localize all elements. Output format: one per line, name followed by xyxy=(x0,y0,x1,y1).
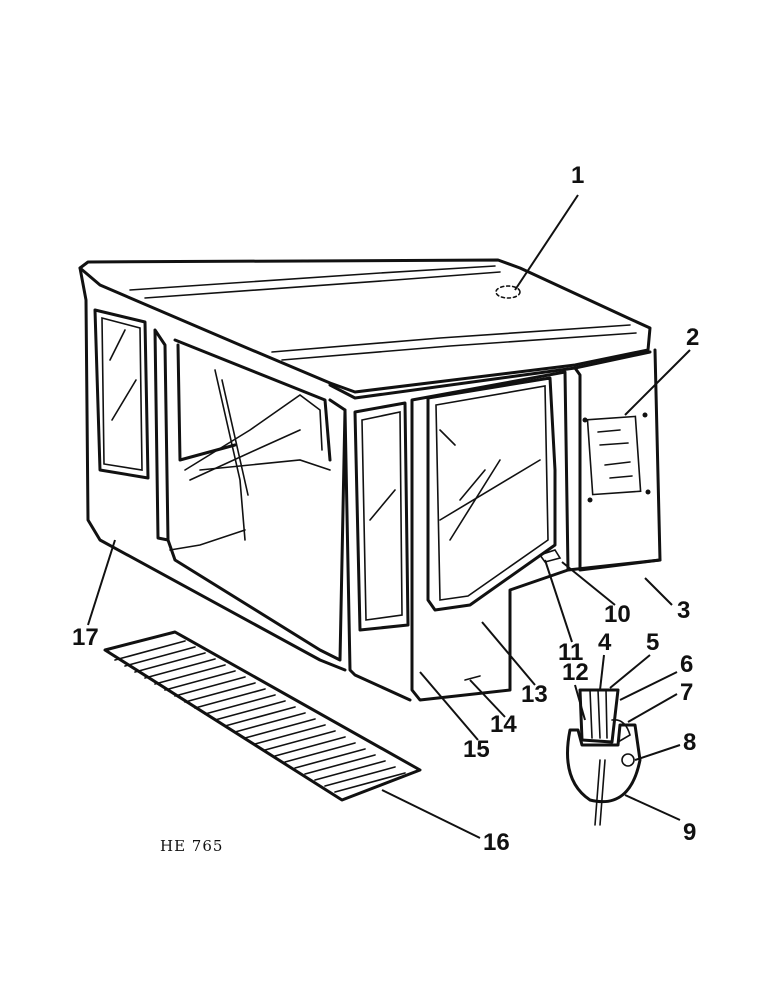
decal-plate xyxy=(586,415,642,496)
callout-15: 15 xyxy=(463,736,490,763)
callout-9: 9 xyxy=(683,819,696,846)
seal-detail xyxy=(566,688,642,826)
callout-17: 17 xyxy=(72,624,99,651)
door-handle xyxy=(538,549,562,563)
callout-10: 10 xyxy=(604,601,631,628)
callout-4: 4 xyxy=(598,629,612,656)
callout-11: 11 xyxy=(558,639,583,666)
callout-1: 1 xyxy=(571,162,584,189)
roof-vent xyxy=(495,285,521,299)
callout-6: 6 xyxy=(680,651,693,678)
callout-labels: 1 2 3 4 5 6 7 8 9 10 11 12 13 14 15 16 1… xyxy=(72,162,699,856)
cab-assembly xyxy=(78,258,662,702)
callout-16: 16 xyxy=(483,829,510,856)
leader-lines xyxy=(87,194,691,839)
callout-12: 12 xyxy=(562,659,589,686)
callout-13: 13 xyxy=(521,681,548,708)
callout-3: 3 xyxy=(677,597,690,624)
floor-mat xyxy=(103,630,422,802)
callout-2: 2 xyxy=(686,324,699,351)
callout-7: 7 xyxy=(680,679,693,706)
callout-8: 8 xyxy=(683,729,696,756)
figure-code: HE 765 xyxy=(160,837,223,855)
callout-14: 14 xyxy=(490,711,517,738)
callout-5: 5 xyxy=(646,629,659,656)
